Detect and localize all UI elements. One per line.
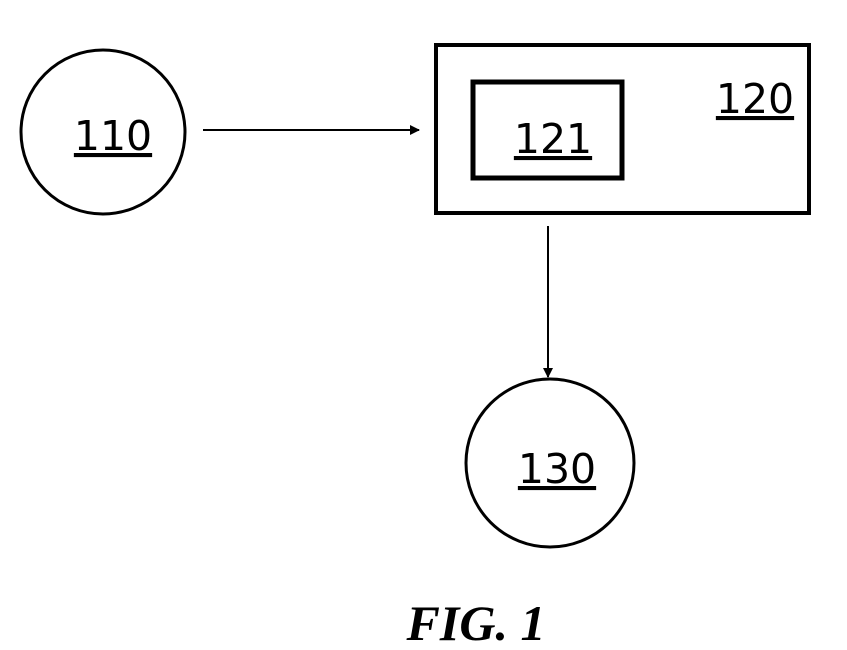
node-121-label: 121 [514,115,592,163]
node-130: 130 [466,379,634,547]
node-130-label: 130 [518,445,596,493]
node-120: 120 121 [436,45,809,213]
node-120-label: 120 [716,75,794,123]
node-121: 121 [473,82,622,178]
node-110: 110 [21,50,185,214]
figure-caption: FIG. 1 [406,595,546,650]
node-110-label: 110 [74,112,152,160]
